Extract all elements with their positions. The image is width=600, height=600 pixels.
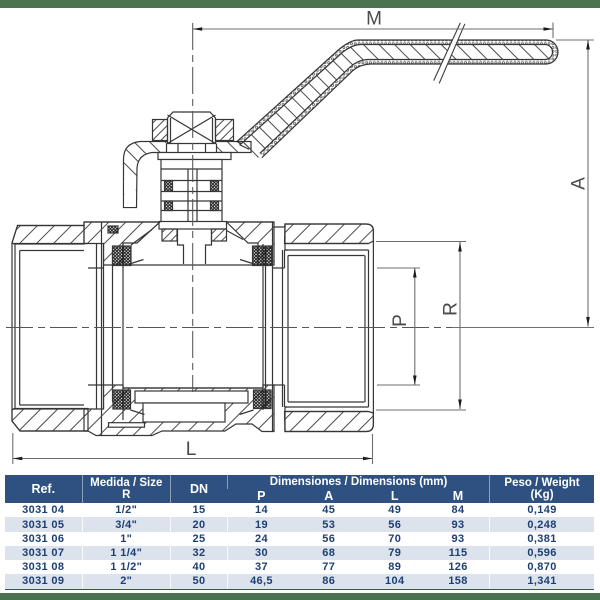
- svg-text:R: R: [441, 302, 462, 316]
- svg-text:A: A: [569, 177, 590, 190]
- svg-text:P: P: [390, 314, 411, 327]
- svg-text:L: L: [186, 439, 197, 460]
- svg-text:M: M: [366, 9, 382, 30]
